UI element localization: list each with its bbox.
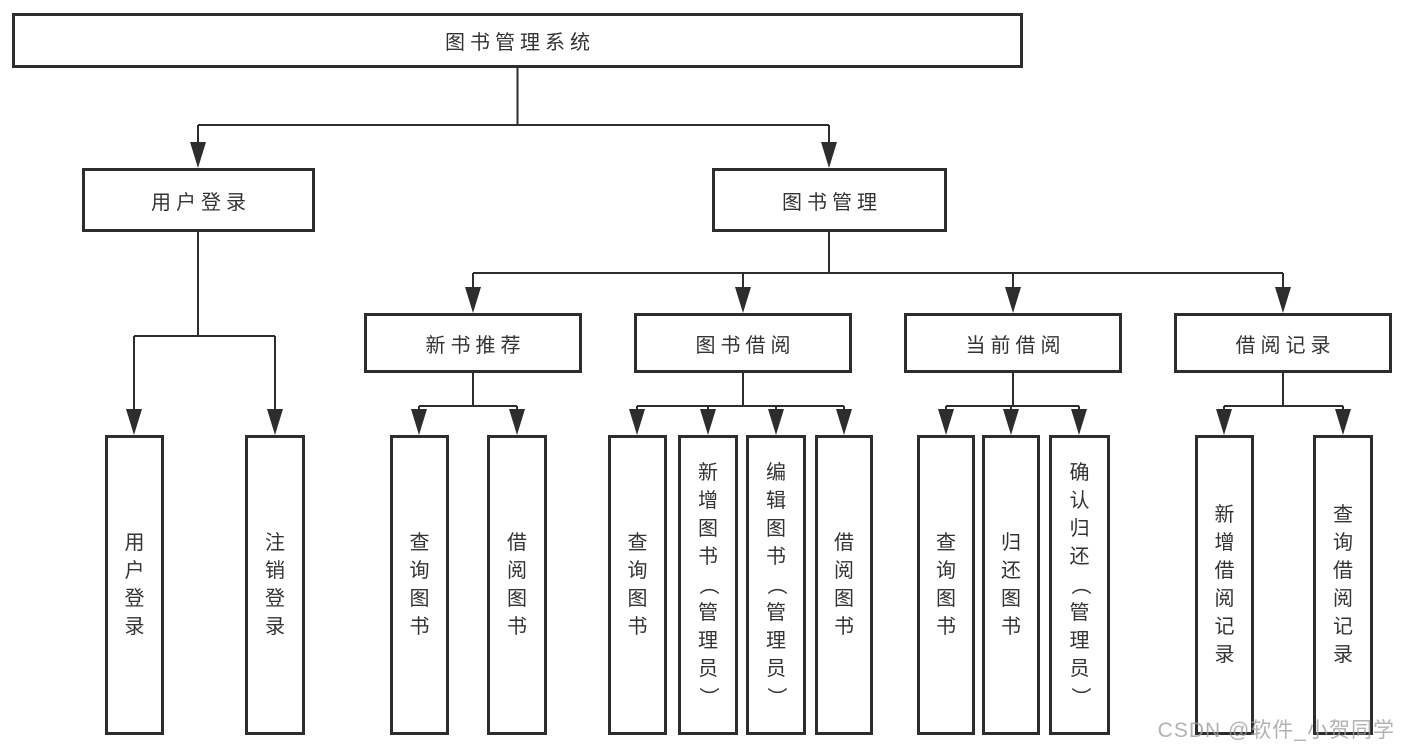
node-borrowing-records: 借阅记录 <box>1174 313 1392 373</box>
node-book-management: 图书管理 <box>712 168 947 232</box>
node-leaf-add-books-admin: 新增图书（管理员） <box>678 435 738 735</box>
node-leaf-query-books-3: 查询图书 <box>917 435 975 735</box>
node-leaf-confirm-return-admin: 确认归还（管理员） <box>1049 435 1110 735</box>
node-leaf-return-books: 归还图书 <box>982 435 1040 735</box>
csdn-watermark: CSDN @软件_小贺同学 <box>1157 719 1395 742</box>
node-user-login: 用户登录 <box>82 168 315 232</box>
node-current-borrowing: 当前借阅 <box>904 313 1122 373</box>
node-book-borrowing: 图书借阅 <box>634 313 852 373</box>
node-leaf-query-books-1: 查询图书 <box>390 435 449 735</box>
node-leaf-edit-books-admin: 编辑图书（管理员） <box>746 435 806 735</box>
node-new-book-recommendation: 新书推荐 <box>364 313 582 373</box>
node-leaf-query-books-2: 查询图书 <box>608 435 667 735</box>
node-leaf-add-borrow-record: 新增借阅记录 <box>1195 435 1254 735</box>
node-leaf-query-borrow-record: 查询借阅记录 <box>1313 435 1373 735</box>
node-leaf-user-login: 用户登录 <box>105 435 164 735</box>
node-leaf-borrow-books-2: 借阅图书 <box>815 435 873 735</box>
node-leaf-borrow-books-1: 借阅图书 <box>487 435 547 735</box>
node-leaf-logout: 注销登录 <box>245 435 305 735</box>
node-root: 图书管理系统 <box>12 13 1023 68</box>
